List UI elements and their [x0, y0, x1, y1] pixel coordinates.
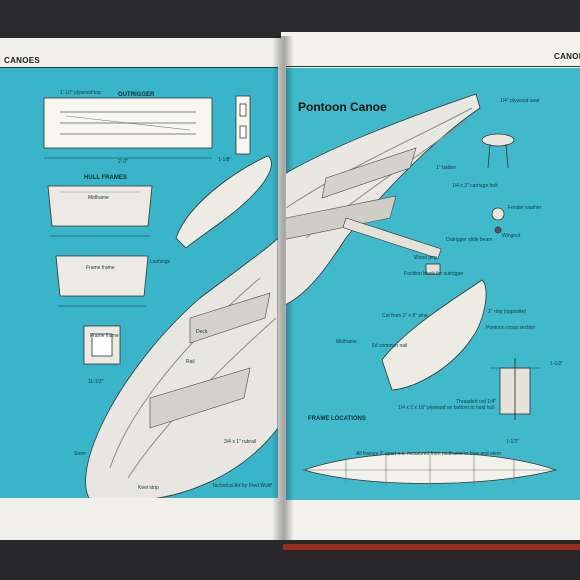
common-nail-label: 6d common nail	[372, 343, 408, 349]
plywood-seat-label: 1/4" plywood seat	[500, 98, 540, 104]
pontoon-cross-section	[490, 358, 540, 420]
frame-row-2-label: Frame frame	[86, 265, 115, 271]
ring-label: 2" ring (opposite)	[488, 309, 526, 315]
keel-label: Keel strip	[138, 485, 159, 491]
cut-from-label: Cut from 1" x 8" pine	[382, 313, 428, 319]
frame-locations-heading: FRAME LOCATIONS	[308, 416, 366, 422]
deck-label: Deck	[196, 329, 208, 335]
page-title: Pontoon Canoe	[298, 100, 387, 114]
frame-row-3-label: Frame frame	[90, 333, 119, 339]
position-block-label: Position block for outrigger	[404, 271, 464, 277]
rubrail-label: 3/4 x 1" rubrail	[224, 439, 257, 445]
hull-frame-3	[83, 325, 121, 365]
right-head-rule	[286, 66, 580, 67]
left-running-head: CANOES	[4, 56, 41, 65]
lashings-label: Lashings	[150, 259, 171, 265]
threaded-rod-label: Threaded rod 1/4"	[456, 399, 497, 405]
frame-spacing-label: All frames 2' apart o.c. measured from m…	[356, 451, 502, 457]
right-running-head: CANOES	[554, 52, 580, 61]
outrigger-bottom-dim-label: 2'-0"	[118, 159, 128, 165]
outrigger-plan-drawing	[43, 97, 213, 149]
seat-batten-label: 1" batten	[436, 165, 456, 171]
fender-washer-label: Fender washer	[508, 205, 542, 211]
outrigger-top-dim-label: 1'-10" plywood top	[60, 90, 101, 96]
outrigger-side-dim-label: 1-1/8"	[218, 157, 232, 163]
pontoon-cross-label: Pontoon cross section	[486, 325, 536, 331]
frame-bottom-dim-label: 11-1/2"	[88, 379, 104, 385]
carriage-bolt-label: 1/4 x 3" carriage bolt	[452, 183, 498, 189]
outrigger-side-drawing	[235, 95, 251, 155]
pontoon-block	[425, 263, 441, 275]
right-technical-drawing	[286, 93, 558, 488]
midframe-right-label: Midframe	[336, 339, 357, 345]
canoe-hull-right-half	[286, 93, 481, 305]
dims-width-label: 1-1/2"	[506, 439, 520, 445]
hull-frame-2	[55, 255, 149, 297]
left-technical-drawing	[43, 95, 278, 498]
outrigger-pontoon-right	[381, 279, 487, 391]
midframe-label: Midframe	[88, 195, 109, 201]
canoe-hull-left-half	[85, 237, 278, 498]
dims-side-label: 1-1/2"	[550, 361, 564, 367]
wingnut-label: Wingnut	[502, 233, 521, 239]
outrigger-slide-label: Outrigger slide beam	[446, 237, 493, 243]
wood-peg-label: Wood peg	[414, 255, 437, 261]
outrigger-heading: OUTRIGGER	[118, 92, 155, 98]
frame-locations-plan	[302, 452, 558, 488]
art-credit: Technical Art by Fred Wolff	[212, 483, 272, 489]
stool-detail	[481, 133, 515, 234]
outrigger-pontoon-left	[175, 155, 272, 249]
rail-label: Rail	[186, 359, 195, 365]
hull-frame-1	[47, 185, 153, 227]
book-cover-edge	[283, 544, 580, 550]
plywood-bottom-label: 1/4 x 2 x 18" plywood on bottom to hold …	[398, 405, 495, 411]
hull-frames-heading: HULL FRAMES	[84, 175, 127, 181]
stem-label: Stem	[74, 451, 86, 457]
left-head-rule	[0, 67, 278, 68]
